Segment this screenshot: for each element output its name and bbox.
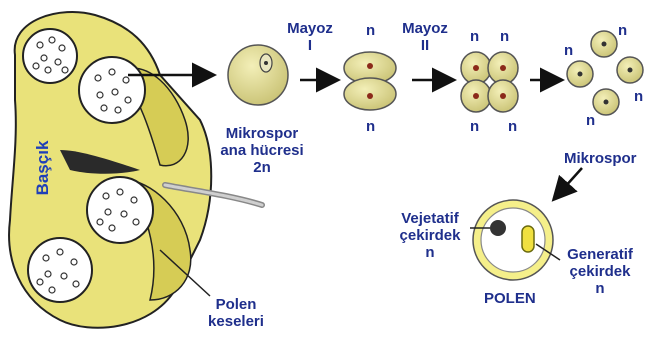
pollen-sacs-label: Polen keseleri — [196, 296, 276, 330]
pollen-label: POLEN — [484, 290, 536, 307]
pollen-grain — [473, 200, 553, 280]
vegetative-nucleus-label: Vejetatif çekirdek n — [390, 210, 470, 261]
generative-nucleus-label: Generatif çekirdek n — [558, 246, 642, 297]
dyad-n-bottom: n — [366, 118, 375, 135]
microspores — [567, 31, 643, 115]
mother-cell-label: Mikrospor ana hücresi 2n — [210, 125, 314, 176]
tetrad-n-2: n — [500, 28, 509, 45]
microspore-n-4: n — [586, 112, 595, 129]
microspore-n-2: n — [618, 22, 627, 39]
dyad-n-top: n — [366, 22, 375, 39]
microspore-n-3: n — [634, 88, 643, 105]
tetrad-n-3: n — [470, 118, 479, 135]
arrow-to-pollen — [555, 168, 582, 198]
microspore-n-1: n — [564, 42, 573, 59]
meiosis-1-label: Mayoz I — [282, 20, 338, 54]
microspore-mother-cell — [228, 45, 288, 105]
dyad-cells — [344, 52, 396, 110]
tetrad-n-1: n — [470, 28, 479, 45]
microspore-label: Mikrospor — [564, 150, 637, 167]
tetrad-cells — [461, 52, 518, 112]
meiosis-2-label: Mayoz II — [397, 20, 453, 54]
tetrad-n-4: n — [508, 118, 517, 135]
anther-label: Başçık — [33, 133, 53, 203]
